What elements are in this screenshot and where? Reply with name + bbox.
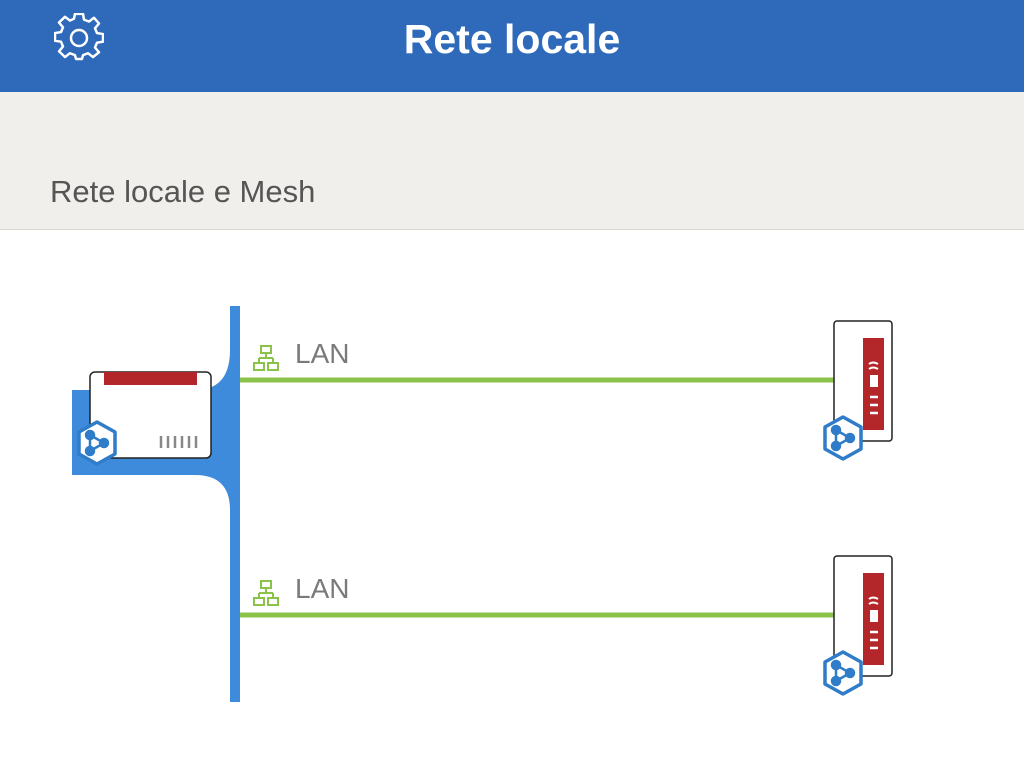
mesh-topology: LAN LAN	[0, 230, 1024, 778]
gear-icon[interactable]	[54, 13, 104, 63]
fritz-repeater-icon[interactable]	[833, 555, 893, 677]
topology-lines	[72, 306, 834, 702]
fritz-repeater-icon[interactable]	[833, 320, 893, 442]
app-header: Rete locale	[0, 0, 1024, 92]
network-bus-line	[230, 306, 240, 702]
lan-connection-label: LAN	[295, 338, 350, 369]
section-title: Rete locale e Mesh	[50, 174, 316, 209]
lan-network-icon	[253, 580, 279, 606]
page-title: Rete locale	[403, 16, 621, 62]
section-header: Rete locale e Mesh	[0, 92, 1024, 230]
mesh-icon	[77, 420, 117, 466]
mesh-icon	[823, 650, 863, 696]
mesh-icon	[823, 415, 863, 461]
lan-connection-label: LAN	[295, 573, 350, 604]
lan-network-icon	[253, 345, 279, 371]
fritzbox-router-icon[interactable]	[72, 368, 217, 478]
